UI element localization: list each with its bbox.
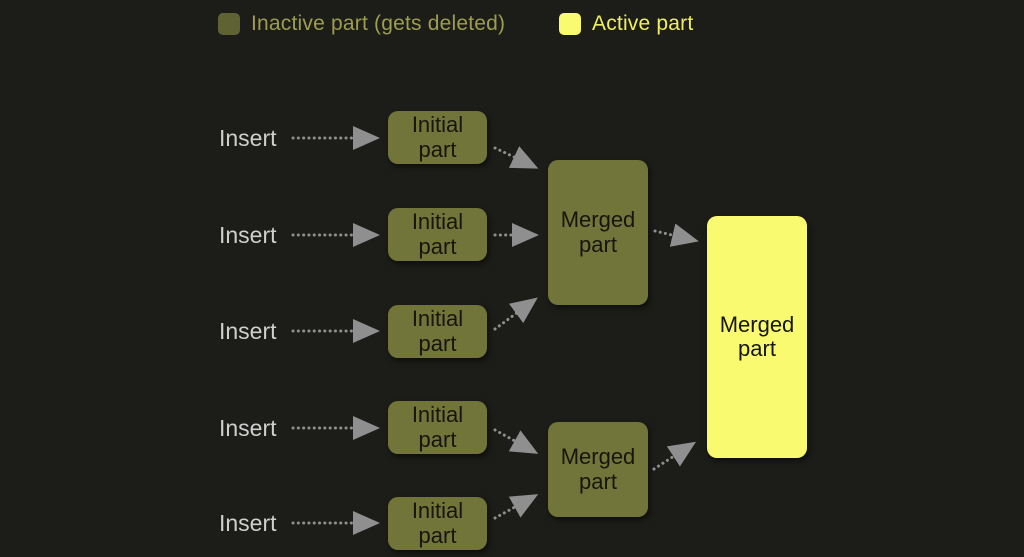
arrow-merged-bottom-final	[652, 441, 697, 471]
active-swatch-icon	[559, 13, 581, 35]
merged-part-node-final: Merged part	[707, 216, 807, 458]
arrow-initial4-merged-bottom	[493, 428, 539, 454]
insert-label-2: Insert	[219, 222, 277, 248]
arrow-initial3-merged-top	[493, 297, 538, 331]
legend-item-inactive: Inactive part (gets deleted)	[218, 12, 505, 36]
legend-inactive-label: Inactive part (gets deleted)	[251, 12, 506, 35]
initial-part-node-3: Initial part	[388, 305, 487, 358]
arrow-initial1-merged-top	[493, 146, 539, 169]
initial-part-node-4: Initial part	[388, 401, 487, 454]
merged-part-node-top: Merged part	[548, 160, 648, 305]
insert-label-5: Insert	[219, 510, 277, 536]
arrow-initial5-merged-bottom	[493, 494, 539, 520]
insert-label-3: Insert	[219, 318, 277, 344]
initial-part-node-1: Initial part	[388, 111, 487, 164]
legend-item-active: Active part	[559, 12, 693, 36]
inactive-swatch-icon	[218, 13, 240, 35]
initial-part-node-2: Initial part	[388, 208, 487, 261]
merged-part-node-bottom: Merged part	[548, 422, 648, 517]
initial-part-node-5: Initial part	[388, 497, 487, 550]
insert-label-4: Insert	[219, 415, 277, 441]
legend-active-label: Active part	[592, 12, 694, 35]
insert-label-1: Insert	[219, 125, 277, 151]
arrow-merged-top-final	[653, 223, 699, 247]
